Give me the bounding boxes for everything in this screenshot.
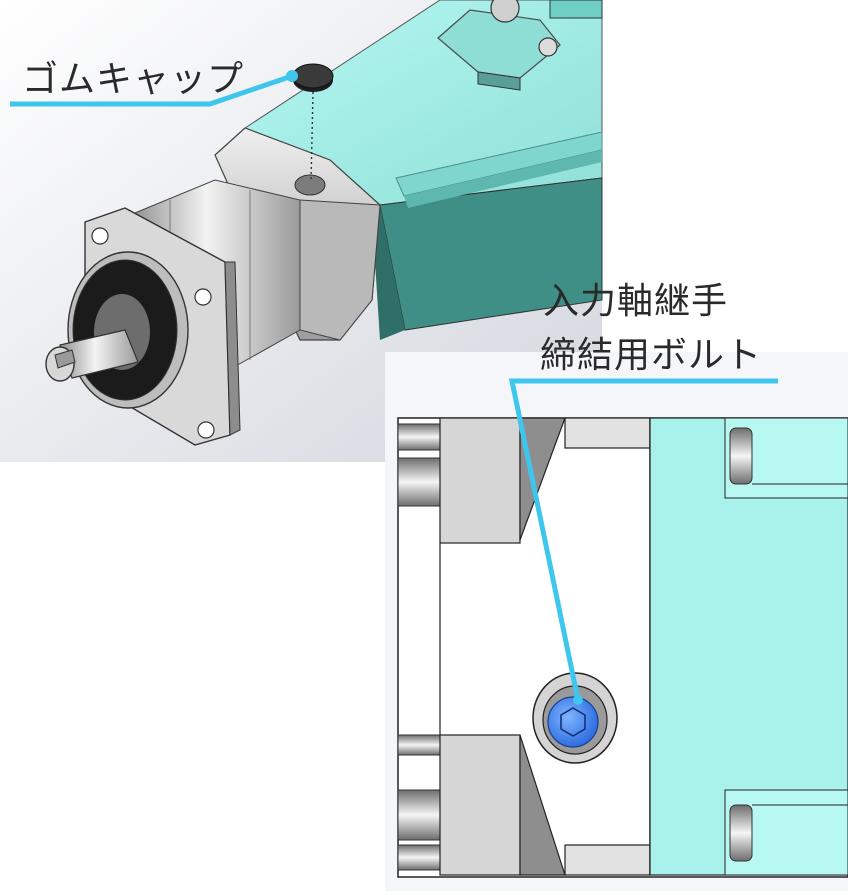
isometric-view — [0, 0, 603, 462]
coupling-bolt-label-line1: 入力軸継手 — [543, 281, 729, 322]
bracket-screw-icon — [538, 37, 558, 57]
flange-bolt-hole-icon — [194, 288, 212, 306]
coupling-bolt-label-line2: 締結用ボルト — [540, 335, 763, 376]
flange-bolt-hole-icon — [91, 227, 109, 245]
output-shaft — [45, 329, 139, 382]
rubber-cap-label: ゴムキャップ — [22, 59, 245, 100]
rubber-cap-icon — [292, 63, 334, 92]
bolt-callout-dot — [573, 695, 583, 705]
flange-bolt-hole-icon — [197, 421, 215, 439]
rubber-cap-callout-dot — [286, 70, 298, 82]
motor-section — [649, 417, 848, 876]
motor-body — [243, 0, 603, 340]
housing-section — [439, 417, 651, 876]
section-view — [385, 352, 848, 891]
cap-insertion-line — [310, 91, 314, 183]
bolt-callout-line — [508, 378, 778, 701]
rubber-cap-callout-line — [10, 73, 293, 107]
hex-socket-bolt-icon — [532, 672, 618, 764]
cap-hole — [294, 174, 326, 196]
